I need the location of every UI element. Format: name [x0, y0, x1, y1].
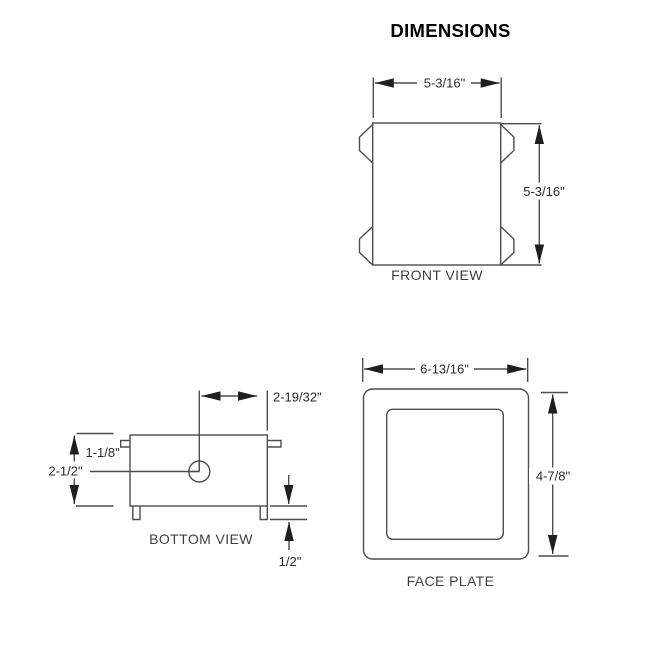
face-plate: 6-13/16" 4-7/8" FACE PLATE: [362, 358, 577, 589]
depth-dimension: 2-1/2" 1-1/8": [43, 432, 121, 507]
face-plate-inner-outline: [386, 408, 505, 540]
foot-left: [132, 506, 141, 521]
depth-value: 2-1/2": [48, 464, 83, 479]
foot-height-dimension: 1/2": [270, 475, 307, 569]
label-backing: [529, 467, 577, 485]
plate-height-value: 4-7/8": [536, 469, 571, 484]
mounting-tab-top-right: [500, 123, 515, 164]
front-view: 5-3/16" 5-3/16" FRONT VIEW: [358, 74, 571, 283]
plate-width-value: 6-13/16": [420, 362, 469, 377]
label-backing: [417, 74, 471, 91]
foot-height-value: 1/2": [279, 554, 302, 569]
front-width-dimension: 5-3/16": [372, 74, 502, 118]
top-to-hole-value: 1-1/8": [86, 445, 121, 460]
front-view-label: FRONT VIEW: [391, 267, 483, 283]
mounting-tab-bottom-right: [500, 225, 515, 266]
front-view-outline: [372, 122, 502, 266]
face-plate-label: FACE PLATE: [407, 573, 495, 589]
side-tab-right: [267, 439, 282, 448]
mounting-tab-top-left: [358, 123, 374, 164]
side-tab-left: [120, 439, 130, 448]
page-title: DIMENSIONS: [390, 20, 510, 41]
plate-width-dimension: 6-13/16": [362, 358, 529, 382]
front-width-value: 5-3/16": [424, 76, 466, 91]
front-height-value: 5-3/16": [523, 184, 565, 199]
front-height-dimension: 5-3/16": [500, 122, 571, 266]
bottom-view: 2-19/32" 2-1/2" 1-1/8" 1/2" BOTTOM VIEW: [43, 390, 322, 569]
label-backing: [517, 182, 571, 200]
hole-offset-value: 2-19/32": [273, 390, 322, 405]
face-plate-outer-outline: [362, 388, 530, 560]
foot-right: [259, 506, 268, 521]
plate-height-dimension: 4-7/8": [529, 391, 577, 557]
label-backing: [415, 360, 474, 378]
hole-offset-dimension: 2-19/32": [201, 390, 322, 431]
mounting-tab-bottom-left: [358, 225, 374, 266]
bottom-view-label: BOTTOM VIEW: [149, 531, 253, 547]
label-backing: [43, 461, 89, 479]
